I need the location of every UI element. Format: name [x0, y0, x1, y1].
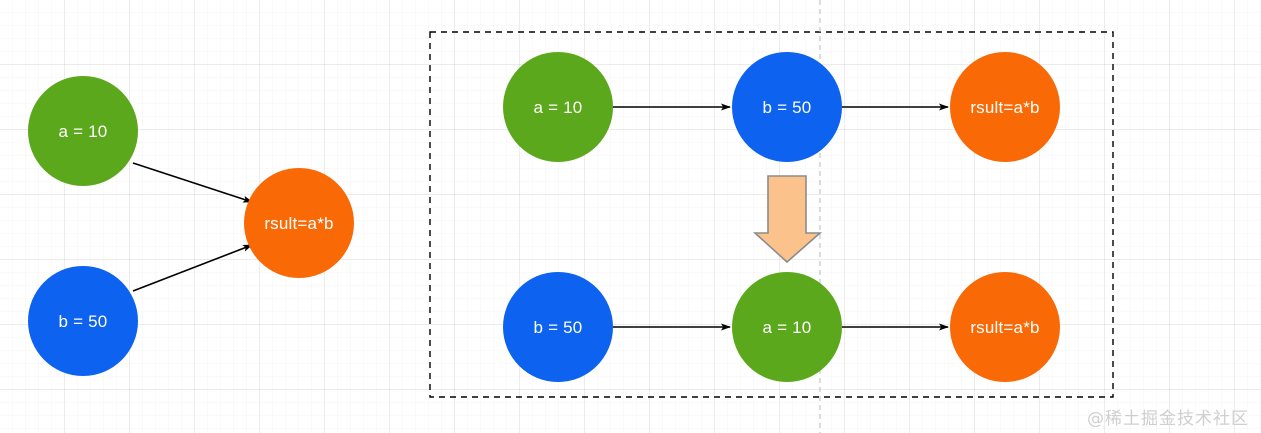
node-left-b-label: b = 50 — [58, 311, 108, 331]
edge-left-b-to-result — [132, 244, 253, 292]
node-left-a[interactable]: a = 10 — [28, 76, 138, 186]
node-top-result[interactable]: rsult=a*b — [950, 52, 1060, 162]
node-bottom-a[interactable]: a = 10 — [732, 272, 842, 382]
group-dashed-border — [429, 31, 1114, 398]
edge-left-a-to-result — [132, 162, 253, 203]
node-bottom-b[interactable]: b = 50 — [503, 272, 613, 382]
node-left-a-label: a = 10 — [58, 121, 108, 141]
node-bottom-result-label: rsult=a*b — [970, 317, 1040, 337]
node-left-b[interactable]: b = 50 — [28, 266, 138, 376]
down-block-arrow-icon — [752, 175, 823, 264]
node-bottom-a-label: a = 10 — [762, 317, 812, 337]
node-bottom-b-label: b = 50 — [533, 317, 583, 337]
node-top-result-label: rsult=a*b — [970, 97, 1040, 117]
node-top-a-label: a = 10 — [533, 97, 583, 117]
node-bottom-result[interactable]: rsult=a*b — [950, 272, 1060, 382]
node-left-result[interactable]: rsult=a*b — [244, 168, 354, 278]
watermark: @稀土掘金技术社区 — [1087, 409, 1249, 429]
node-top-b[interactable]: b = 50 — [732, 52, 842, 162]
node-top-a[interactable]: a = 10 — [503, 52, 613, 162]
node-left-result-label: rsult=a*b — [264, 213, 334, 233]
node-top-b-label: b = 50 — [762, 97, 812, 117]
